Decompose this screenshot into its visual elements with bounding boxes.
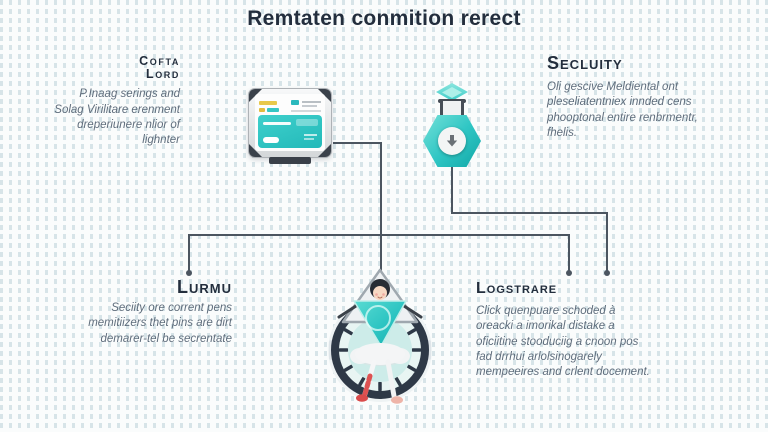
connector-logstrare-drop bbox=[568, 234, 570, 272]
panel-text-line bbox=[304, 138, 314, 140]
clock-person-icon bbox=[328, 268, 432, 404]
panel-input-line bbox=[263, 122, 291, 125]
connector-endpoint-dot bbox=[566, 270, 572, 276]
download-circle bbox=[438, 127, 466, 155]
screen-teal-chip bbox=[291, 100, 299, 105]
section-body: Click quenpuare schoded à oreacki a imor… bbox=[476, 304, 650, 379]
monitor-dashboard-icon bbox=[248, 88, 332, 164]
download-hexagon-icon bbox=[420, 80, 484, 172]
shoe-icon bbox=[356, 394, 368, 402]
section-heading: Lurmu bbox=[177, 277, 232, 297]
screen-teal-bar bbox=[267, 108, 279, 112]
download-arrow-icon bbox=[446, 135, 458, 147]
connector-left-drop bbox=[188, 234, 190, 272]
shoe-icon bbox=[391, 396, 403, 404]
connector-endpoint-dot bbox=[186, 270, 192, 276]
screen-text-line bbox=[302, 101, 321, 103]
section-heading: Logstrare bbox=[476, 280, 558, 297]
screen-teal-panel bbox=[258, 115, 322, 148]
cube-top-highlight bbox=[442, 87, 462, 98]
cylinder-body bbox=[440, 101, 464, 118]
cloud-seat bbox=[350, 343, 410, 366]
section-lurmu: Lurmu Seciity ore corrent pens memitiize… bbox=[17, 278, 232, 347]
section-cofta-lord: Cofta Lord P.Inaag serings and Solag Vir… bbox=[5, 54, 180, 149]
section-body: Seciity ore corrent pens memitiizers the… bbox=[88, 301, 232, 345]
section-logstrare: Logstrare Click quenpuare schoded à orea… bbox=[476, 280, 706, 381]
connector-hexagon-horizontal bbox=[451, 212, 608, 214]
section-heading: Cofta Lord bbox=[139, 54, 180, 82]
connector-crossbar bbox=[188, 234, 570, 236]
connector-right-drop bbox=[606, 212, 608, 272]
monitor-stand bbox=[269, 157, 311, 164]
panel-text-line bbox=[304, 134, 317, 136]
figure-legs bbox=[356, 359, 403, 404]
figure-arms bbox=[337, 304, 423, 319]
connector-center-vertical bbox=[380, 142, 382, 282]
page-title: Remtaten conmition rerect bbox=[247, 7, 521, 30]
section-secluity: Secluity Oli gescive Meldiental ont ples… bbox=[547, 54, 752, 142]
section-body: P.Inaag serings and Solag Virilitare ere… bbox=[54, 88, 180, 147]
connector-hexagon-vertical bbox=[451, 166, 453, 213]
section-heading: Secluity bbox=[547, 53, 623, 73]
screen-yellow-chip bbox=[259, 108, 265, 112]
monitor-screen bbox=[255, 94, 325, 151]
screen-divider bbox=[291, 110, 321, 112]
panel-pill bbox=[296, 119, 318, 126]
clock-ticks bbox=[338, 328, 422, 392]
connector-endpoint-dot bbox=[604, 270, 610, 276]
screen-yellow-bar bbox=[259, 101, 277, 105]
figure-head bbox=[370, 279, 390, 300]
screen-text-line bbox=[302, 105, 317, 107]
panel-button bbox=[263, 137, 279, 143]
connector-monitor-horizontal bbox=[333, 142, 382, 144]
garment-swirl bbox=[365, 305, 391, 331]
section-body: Oli gescive Meldiental ont pleseliatentn… bbox=[547, 80, 698, 140]
